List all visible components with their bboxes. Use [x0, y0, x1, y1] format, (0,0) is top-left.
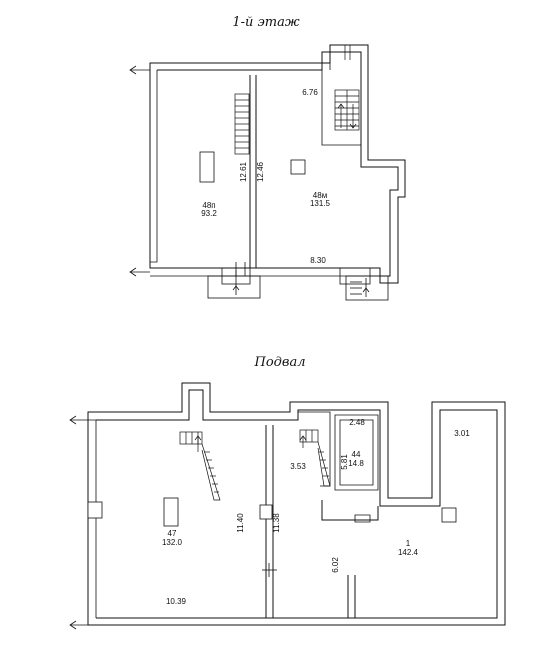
floor1-room-48p-area: 93.2: [201, 209, 217, 218]
basement-room-47-area: 132.0: [162, 538, 183, 547]
floor1-column-right: [290, 159, 306, 175]
basement-pillar-mid: [259, 504, 273, 520]
basement-dim-small-top: 2.48: [349, 418, 365, 427]
floor1-title: 1-й этаж: [232, 15, 300, 30]
basement-room-1-number: 1: [406, 539, 411, 548]
floor1-dim-right-vertical: 12.46: [256, 161, 265, 182]
basement-room-47-number: 47: [168, 529, 177, 538]
floor1-dim-bottom: 8.30: [310, 256, 326, 265]
basement-dim-far-right: 3.01: [454, 429, 470, 438]
basement-column-left: [163, 497, 179, 527]
basement-pillar-left-wall: [87, 501, 103, 519]
floor1-plan: [129, 44, 406, 301]
basement-room-44-number: 44: [352, 450, 361, 459]
basement-column-right: [441, 507, 457, 523]
basement-dim-stair-width: 3.53: [290, 462, 306, 471]
basement-room-1-area: 142.4: [398, 548, 419, 557]
basement-dim-lower-vertical: 6.02: [331, 557, 340, 573]
floor1-dim-left-vertical: 12.61: [239, 161, 248, 182]
floor1-dim-top-right: 6.76: [302, 88, 318, 97]
basement-dim-bottom: 10.39: [166, 597, 187, 606]
floor1-room-48m-number: 48м: [313, 191, 327, 200]
basement-dim-mid-vertical: 11.38: [272, 513, 281, 533]
floor1-column-left: [199, 151, 215, 183]
basement-room-44-area: 14.8: [348, 459, 364, 468]
basement-plan: [69, 382, 506, 630]
basement-title: Подвал: [254, 355, 306, 370]
floor1-room-48m-area: 131.5: [310, 199, 331, 208]
floor1-room-48p-number: 48п: [202, 201, 215, 210]
basement-dim-small-vertical: 5.81: [340, 454, 349, 470]
basement-dim-left-vertical: 11.40: [236, 513, 245, 533]
